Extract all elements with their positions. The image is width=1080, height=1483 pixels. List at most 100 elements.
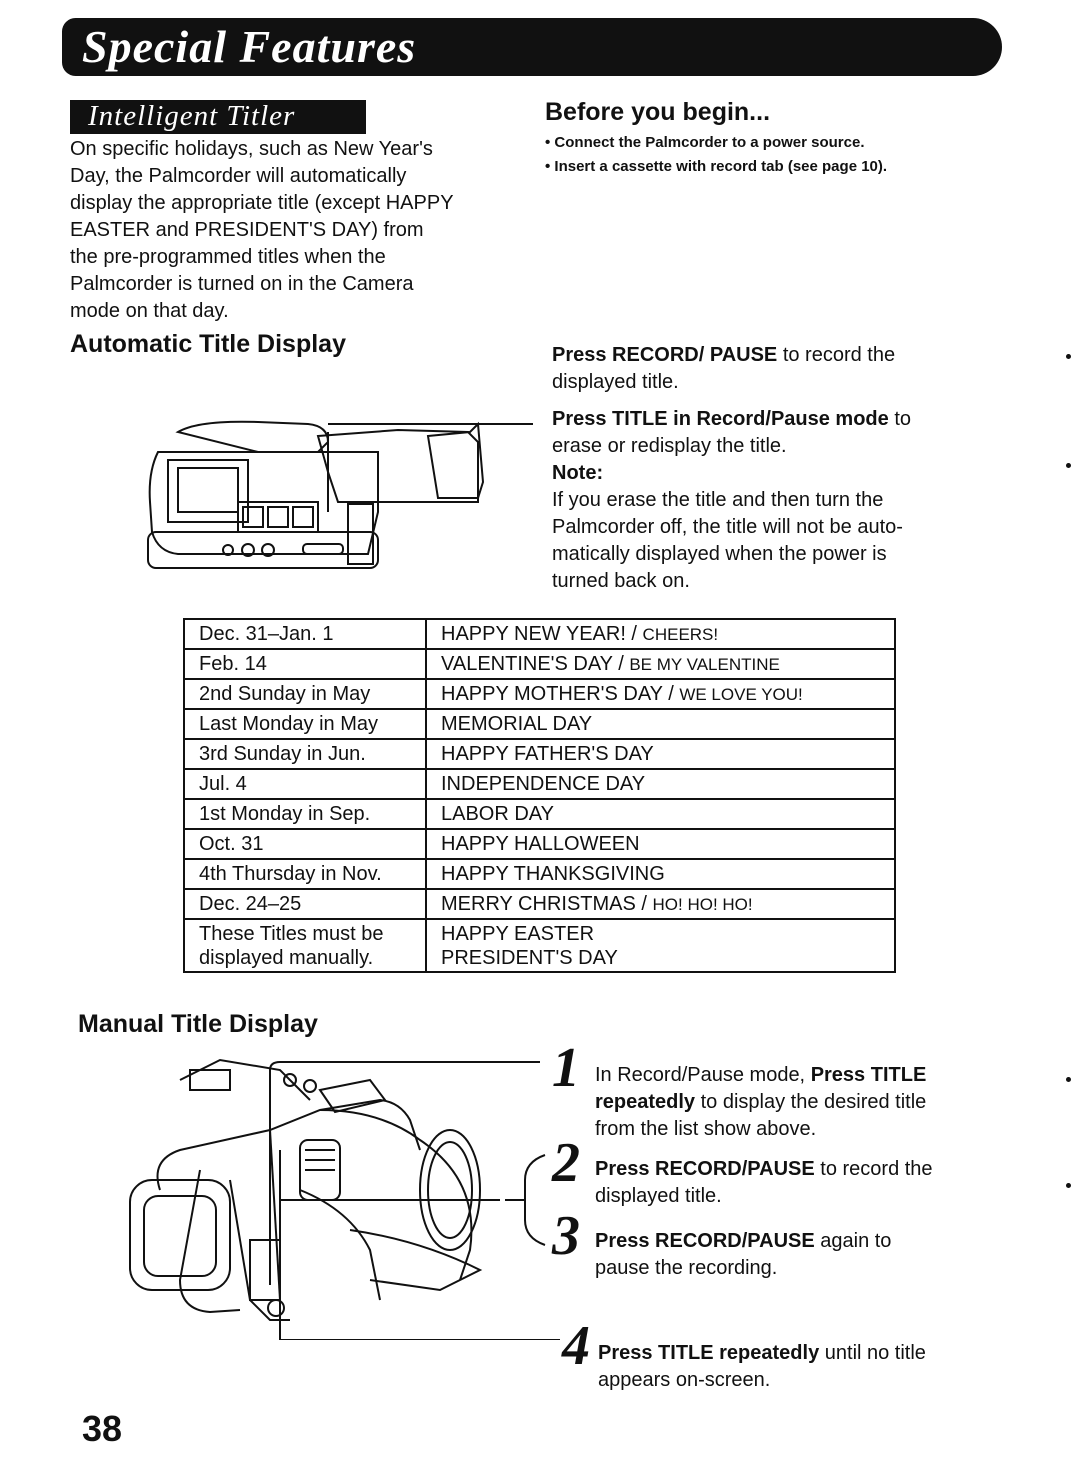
manual-heading: Manual Title Display: [78, 1010, 318, 1038]
before-bullet: • Connect the Palmcorder to a power sour…: [545, 134, 865, 151]
step-bold: Press TITLE repeatedly: [598, 1342, 820, 1364]
auto-heading: Automatic Title Display: [70, 330, 346, 358]
page-number: 38: [82, 1408, 123, 1449]
before-heading: Before you begin...: [545, 98, 771, 126]
step-text: In Record/Pause mode, Press TITLE repeat…: [595, 1062, 1015, 1143]
auto-p2-rest: to: [888, 408, 912, 430]
title-main: VALENTINE'S DAY /: [441, 653, 630, 675]
step-rest: to record the: [814, 1158, 933, 1180]
camcorder-side-illustration: [147, 420, 533, 569]
step-bold: Press RECORD/PAUSE: [595, 1230, 815, 1252]
table-row: Last Monday in May MEMORIAL DAY: [183, 708, 896, 740]
note-line: turned back on.: [552, 570, 690, 592]
margin-dot: [1066, 354, 1071, 359]
table-cell-title: MEMORIAL DAY: [425, 708, 896, 740]
step-number: 3: [552, 1205, 580, 1267]
step-line: displayed title.: [595, 1185, 722, 1207]
table-cell-date: 1st Monday in Sep.: [183, 798, 427, 830]
title-main: HAPPY EASTER: [441, 923, 595, 945]
manual-note-line: displayed manually.: [199, 947, 374, 969]
step-bold: repeatedly: [595, 1091, 696, 1113]
section-tag-label: Intelligent Titler: [88, 100, 296, 132]
bracket-connector: [505, 1154, 546, 1246]
table-cell-date: 2nd Sunday in May: [183, 678, 427, 710]
step-text: Press TITLE repeatedly until no title ap…: [598, 1340, 1018, 1394]
table-cell-title: HAPPY NEW YEAR! / CHEERS!: [425, 618, 896, 650]
step-bold: Press RECORD/PAUSE: [595, 1158, 815, 1180]
intro-line: EASTER and PRESIDENT'S DAY) from: [70, 219, 424, 241]
step-rest: again to: [814, 1230, 892, 1252]
step-number: 4: [562, 1315, 590, 1377]
table-cell-date: Last Monday in May: [183, 708, 427, 740]
intro-line: the pre-programmed titles when the: [70, 246, 386, 268]
table-cell-date: These Titles must be displayed manually.: [183, 918, 427, 973]
step-number: 1: [552, 1037, 580, 1099]
table-cell-title: LABOR DAY: [425, 798, 896, 830]
intro-line: mode on that day.: [70, 300, 229, 322]
note-label: Note:: [552, 462, 604, 484]
table-row-manual: These Titles must be displayed manually.…: [183, 918, 896, 973]
table-cell-title: HAPPY MOTHER'S DAY / WE LOVE YOU!: [425, 678, 896, 710]
manual-note-line: These Titles must be: [199, 923, 384, 945]
table-cell-title: HAPPY HALLOWEEN: [425, 828, 896, 860]
camcorder-front-illustration: [129, 1058, 560, 1340]
page-title: Special Features: [82, 21, 417, 72]
table-row: 4th Thursday in Nov.HAPPY THANKSGIVING: [183, 858, 896, 890]
table-cell-title: HAPPY EASTER PRESIDENT'S DAY: [425, 918, 896, 973]
step-line: appears on-screen.: [598, 1369, 771, 1391]
intro-paragraph: On specific holidays, such as New Year's…: [70, 136, 530, 325]
note-line: If you erase the title and then turn the: [552, 489, 884, 511]
step-text: Press RECORD/PAUSE again to pause the re…: [595, 1228, 1015, 1282]
title-main: PRESIDENT'S DAY: [441, 947, 618, 969]
table-cell-date: Dec. 31–Jan. 1: [183, 618, 427, 650]
table-cell-date: Dec. 24–25: [183, 888, 427, 920]
title-small: HO! HO! HO!: [652, 895, 753, 914]
title-main: HAPPY FATHER'S DAY: [441, 743, 654, 765]
table-row: Dec. 24–25 MERRY CHRISTMAS / HO! HO! HO!: [183, 888, 896, 920]
auto-p1-line2: displayed title.: [552, 371, 679, 393]
table-cell-date: 3rd Sunday in Jun.: [183, 738, 427, 770]
step-rest: until no title: [819, 1342, 926, 1364]
step-rest: to display the desired title: [695, 1091, 927, 1113]
title-main: INDEPENDENCE DAY: [441, 773, 646, 795]
auto-text: Press RECORD/ PAUSE to record the displa…: [552, 342, 992, 595]
before-bullet: • Insert a cassette with record tab (see…: [545, 158, 888, 175]
intro-line: Day, the Palmcorder will automatically: [70, 165, 407, 187]
title-main: LABOR DAY: [441, 803, 554, 825]
table-cell-date: Feb. 14: [183, 648, 427, 680]
margin-dot: [1066, 1183, 1071, 1188]
table-cell-title: HAPPY THANKSGIVING: [425, 858, 896, 890]
step-bold: Press TITLE: [810, 1064, 927, 1086]
intro-line: On specific holidays, such as New Year's: [70, 138, 433, 160]
title-main: MERRY CHRISTMAS /: [441, 893, 653, 915]
note-line: matically displayed when the power is: [552, 543, 887, 565]
note-line: Palmcorder off, the title will not be au…: [552, 516, 903, 538]
title-small: BE MY VALENTINE: [629, 655, 780, 674]
table-cell-title: VALENTINE'S DAY / BE MY VALENTINE: [425, 648, 896, 680]
table-row: 1st Monday in Sep. LABOR DAY: [183, 798, 896, 830]
title-main: HAPPY NEW YEAR! /: [441, 623, 643, 645]
intro-line: Palmcorder is turned on in the Camera: [70, 273, 414, 295]
title-small: WE LOVE YOU!: [679, 685, 803, 704]
margin-dot: [1066, 1077, 1071, 1082]
table-cell-date: 4th Thursday in Nov.: [183, 858, 427, 890]
step-pre: In Record/Pause mode,: [595, 1064, 811, 1086]
table-cell-title: INDEPENDENCE DAY: [425, 768, 896, 800]
auto-p1-bold: Press RECORD/ PAUSE: [552, 344, 778, 366]
title-small: CHEERS!: [642, 625, 719, 644]
margin-dot: [1066, 463, 1071, 468]
auto-p2-line2: erase or redisplay the title.: [552, 435, 787, 457]
title-main: HAPPY MOTHER'S DAY /: [441, 683, 680, 705]
step-line: from the list show above.: [595, 1118, 817, 1140]
title-main: MEMORIAL DAY: [441, 713, 593, 735]
intro-line: display the appropriate title (except HA…: [70, 192, 454, 214]
header-band: [62, 18, 1002, 76]
auto-p1-rest: to record the: [777, 344, 896, 366]
auto-p2-bold: Press TITLE in Record/Pause mode: [552, 408, 889, 430]
